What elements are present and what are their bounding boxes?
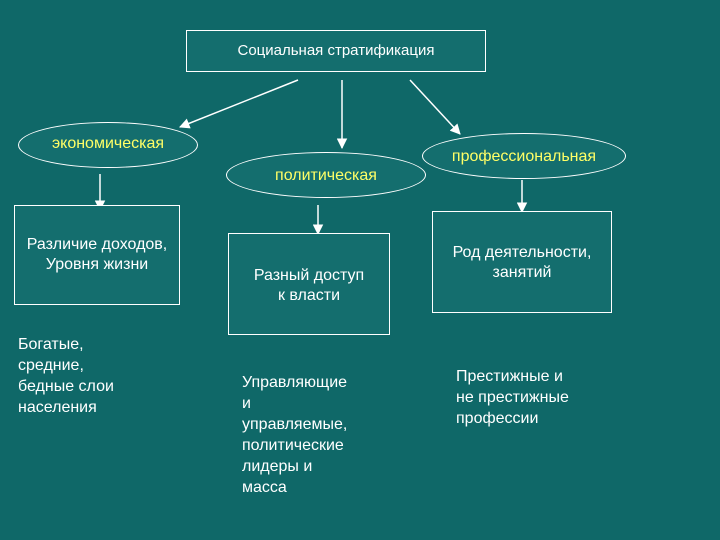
arrow-title-to-economic bbox=[179, 79, 299, 129]
oval-economic-label: экономическая bbox=[51, 135, 165, 152]
detail-economic-line-4: населения bbox=[18, 399, 97, 416]
box-political-line-1: Разный доступ bbox=[253, 267, 365, 284]
detail-political-line-5: лидеры и bbox=[242, 458, 313, 475]
box-professional: Род деятельности, занятий bbox=[432, 211, 612, 313]
oval-professional-label: профессиональная bbox=[451, 148, 597, 165]
box-political: Разный доступ к власти bbox=[228, 233, 390, 335]
detail-professional-line-3: профессии bbox=[456, 410, 539, 427]
box-professional-line-2: занятий bbox=[492, 264, 552, 281]
detail-professional-line-2: не престижные bbox=[456, 389, 569, 406]
oval-professional: профессиональная bbox=[422, 133, 626, 179]
diagram-title: Социальная стратификация bbox=[186, 30, 486, 72]
oval-political: политическая bbox=[226, 152, 426, 198]
box-economic-line-2: Уровня жизни bbox=[45, 256, 149, 273]
detail-political-line-3: управляемые, bbox=[242, 416, 348, 433]
detail-political: Управляющие и управляемые, политические … bbox=[242, 372, 347, 498]
detail-political-line-1: Управляющие bbox=[242, 374, 348, 391]
detail-economic-line-3: бедные слои bbox=[18, 378, 114, 395]
detail-professional-line-1: Престижные и bbox=[456, 368, 563, 385]
oval-economic: экономическая bbox=[18, 122, 198, 168]
arrow-title-to-professional bbox=[409, 79, 461, 135]
detail-economic-line-2: средние, bbox=[18, 357, 84, 374]
oval-political-label: политическая bbox=[275, 167, 377, 184]
box-economic: Различие доходов, Уровня жизни bbox=[14, 205, 180, 305]
box-economic-line-1: Различие доходов, bbox=[26, 236, 168, 253]
detail-economic: Богатые, средние, бедные слои населения bbox=[18, 334, 114, 418]
detail-political-line-2: и bbox=[242, 395, 251, 412]
detail-political-line-4: политические bbox=[242, 437, 344, 454]
detail-economic-line-1: Богатые, bbox=[18, 336, 84, 353]
detail-professional: Престижные и не престижные профессии bbox=[456, 366, 569, 429]
detail-political-line-6: масса bbox=[242, 479, 287, 496]
box-professional-line-1: Род деятельности, bbox=[452, 244, 592, 261]
box-political-line-2: к власти bbox=[277, 287, 341, 304]
